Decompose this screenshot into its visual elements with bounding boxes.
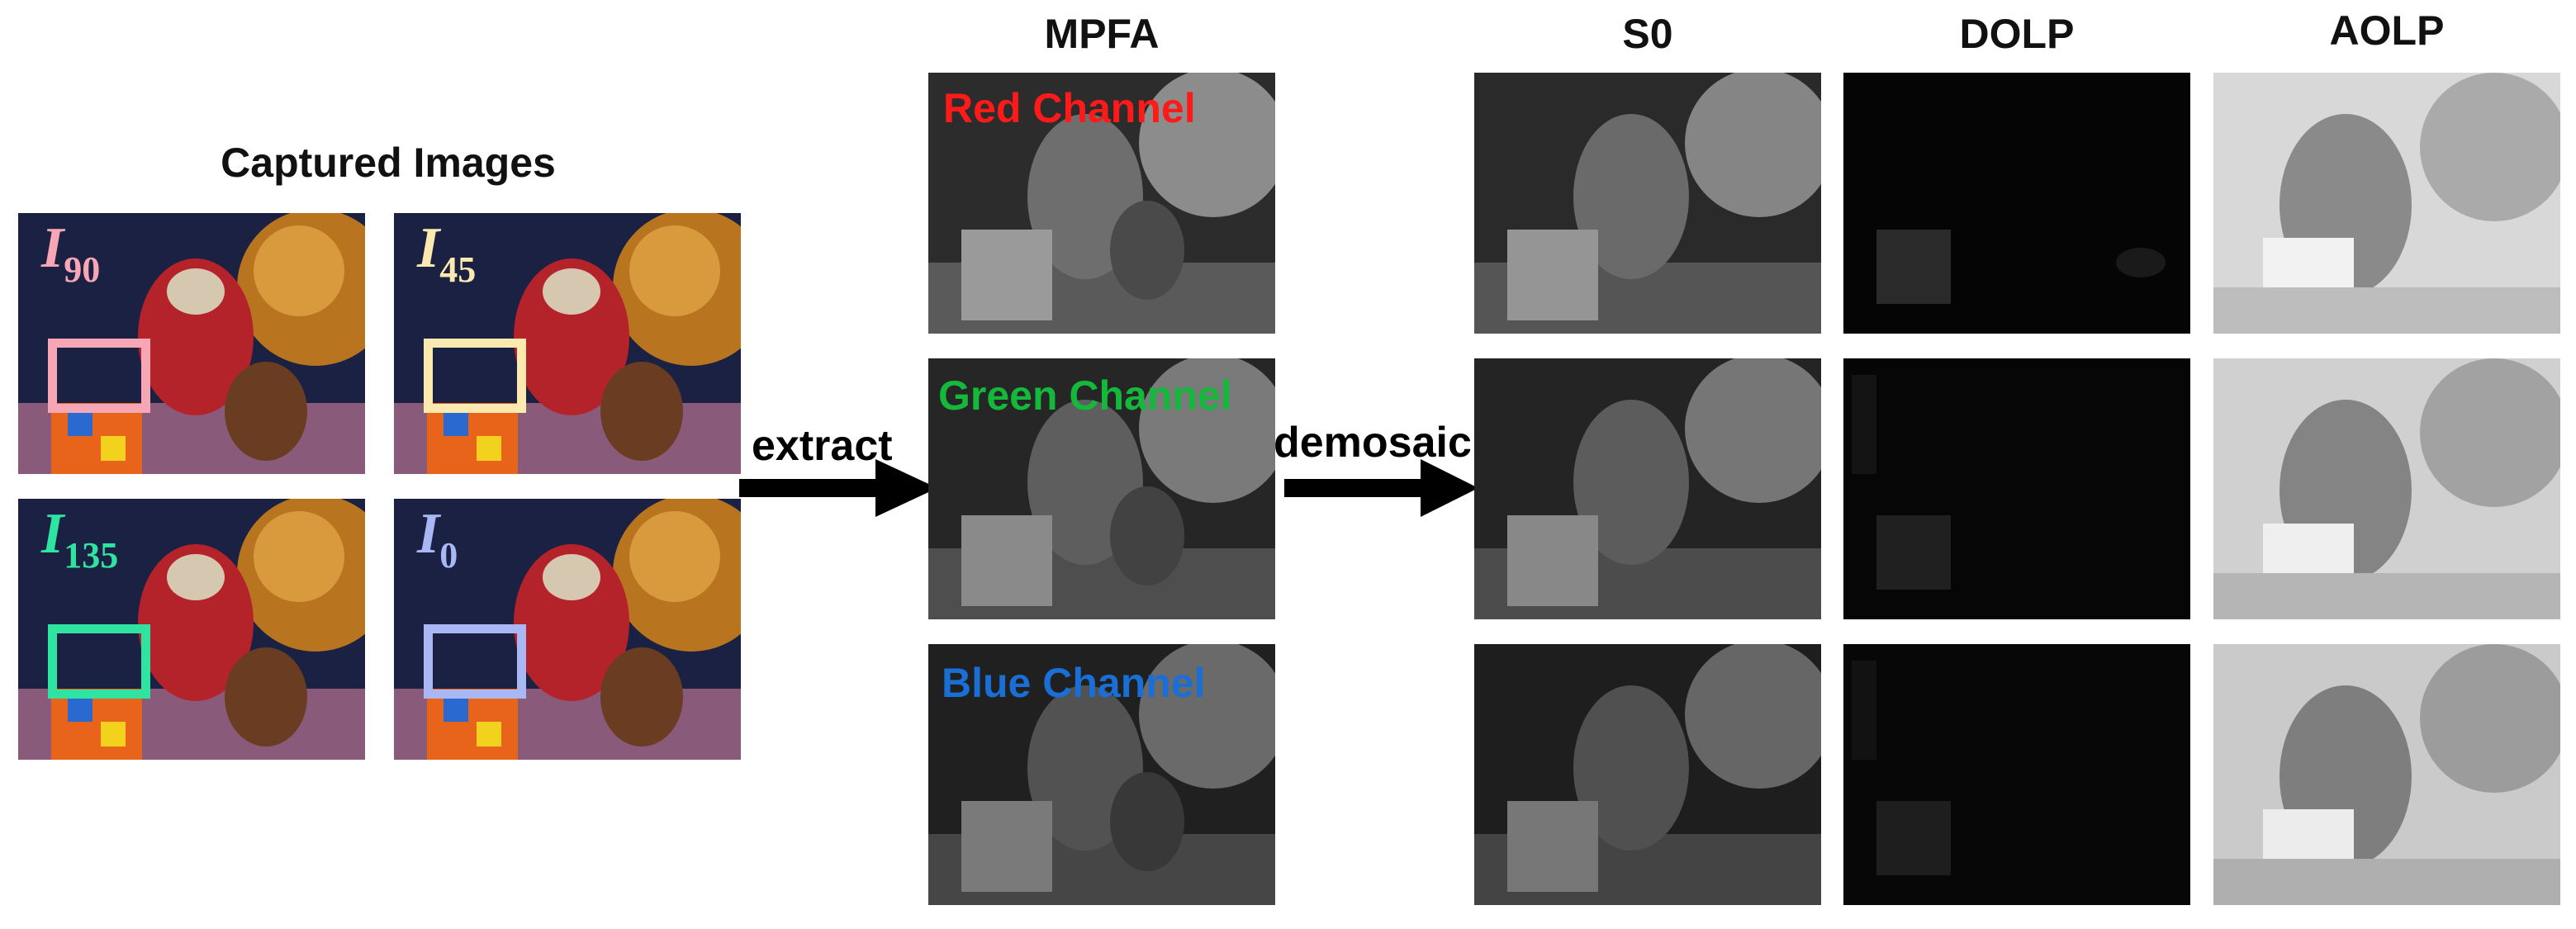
captured-images-title: Captured Images	[221, 140, 556, 186]
mpfa-blue-channel-image	[928, 644, 1275, 905]
mpfa-green-channel-image	[928, 358, 1275, 619]
label-i45: I45	[417, 216, 477, 290]
extract-arrow	[739, 459, 937, 517]
green-channel-label: Green Channel	[938, 372, 1232, 419]
captured-image-i0	[394, 499, 741, 760]
s0-green-image	[1474, 358, 1821, 619]
s0-red-image	[1474, 73, 1821, 334]
captured-image-i45	[394, 213, 741, 474]
mpfa-title: MPFA	[1044, 11, 1160, 57]
aolp-green-image	[2213, 358, 2560, 619]
captured-image-i90	[18, 213, 365, 474]
captured-image-i135	[18, 499, 365, 760]
red-channel-label: Red Channel	[943, 85, 1196, 131]
roi-box-i135	[48, 624, 150, 699]
demosaic-label: demosaic	[1274, 419, 1472, 467]
demosaic-arrow	[1284, 459, 1478, 517]
aolp-blue-image	[2213, 644, 2560, 905]
roi-box-i45	[424, 339, 526, 413]
roi-box-i90	[48, 339, 150, 413]
label-i90: I90	[41, 216, 101, 290]
label-i135: I135	[41, 502, 119, 576]
roi-box-i0	[424, 624, 526, 699]
dolp-blue-image	[1843, 644, 2190, 905]
s0-title: S0	[1622, 11, 1673, 57]
s0-blue-image	[1474, 644, 1821, 905]
dolp-title: DOLP	[1959, 11, 2075, 57]
dolp-green-image	[1843, 358, 2190, 619]
mpfa-red-channel-image	[928, 73, 1275, 334]
aolp-title: AOLP	[2329, 7, 2445, 54]
dolp-red-image	[1843, 73, 2190, 334]
blue-channel-label: Blue Channel	[942, 660, 1206, 706]
extract-label: extract	[752, 422, 893, 470]
aolp-red-image	[2213, 73, 2560, 334]
label-i0: I0	[417, 502, 458, 576]
